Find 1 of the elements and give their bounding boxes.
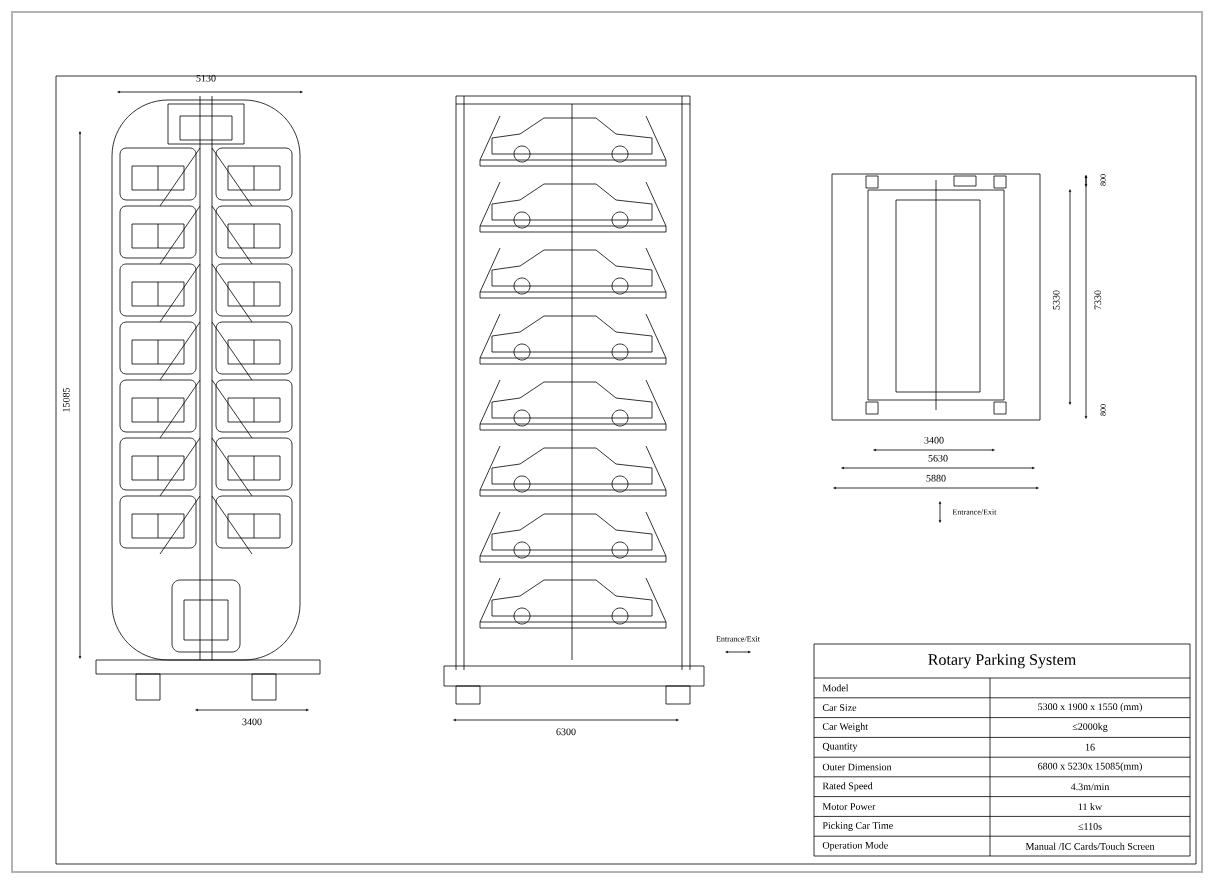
table-title: Rotary Parking System — [928, 653, 1076, 669]
